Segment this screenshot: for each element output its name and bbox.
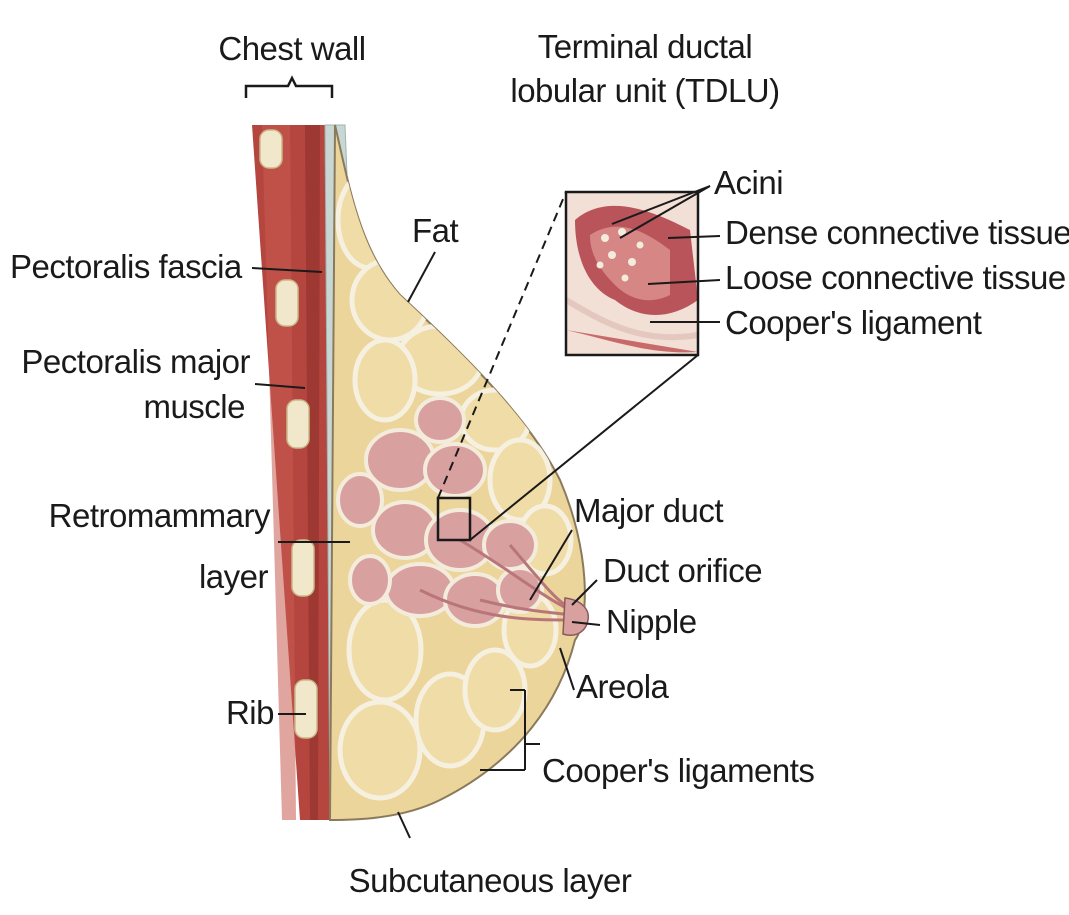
label-retromammary-line2: layer <box>0 558 268 596</box>
label-rib: Rib <box>0 694 274 732</box>
label-retromammary-line1: Retromammary <box>0 497 270 535</box>
label-tdlu-line1: Terminal ductal <box>505 28 785 66</box>
label-subcutaneous-layer: Subcutaneous layer <box>300 862 680 900</box>
label-pectoralis-major-line1: Pectoralis major <box>0 343 250 381</box>
label-areola: Areola <box>576 668 668 706</box>
chest-wall-bracket <box>246 78 332 98</box>
label-nipple: Nipple <box>606 603 697 641</box>
label-major-duct: Major duct <box>574 492 723 530</box>
label-acini: Acini <box>714 164 783 202</box>
label-duct-orifice: Duct orifice <box>603 552 762 590</box>
label-coopers-ligaments: Cooper's ligaments <box>542 752 814 790</box>
label-fat: Fat <box>412 212 458 250</box>
label-pectoralis-fascia: Pectoralis fascia <box>10 248 242 286</box>
label-dense-connective-tissue: Dense connective tissue <box>725 214 1069 252</box>
label-tdlu-line2: lobular unit (TDLU) <box>495 72 795 110</box>
label-coopers-ligament: Cooper's ligament <box>725 304 981 342</box>
label-chest-wall: Chest wall <box>212 30 372 68</box>
label-pectoralis-major-line2: muscle <box>0 388 245 426</box>
label-loose-connective-tissue: Loose connective tissue <box>725 259 1066 297</box>
